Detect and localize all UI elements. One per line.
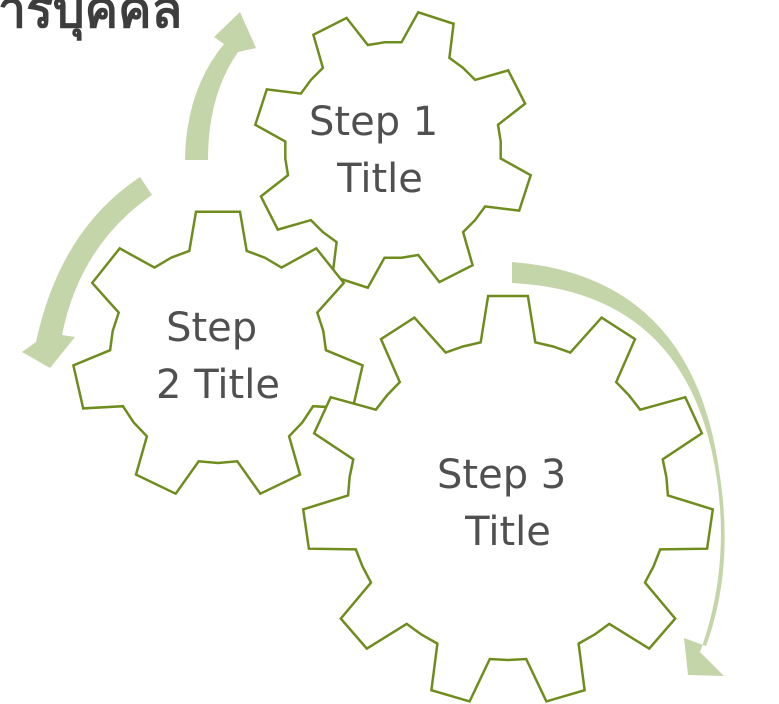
step-1-label-line-1: Step 1 [309,99,438,145]
step-1-label-line-2: Title [336,156,423,202]
step-1-label: Step 1 Title [309,99,451,202]
arrow-to-step-2 [22,177,152,368]
arrow-to-step-1 [185,12,256,160]
page-title: ารบุคคล [0,0,183,39]
step-3-label: Step 3 Title [437,452,579,555]
step-2-label: Step 2 Title [156,305,280,408]
gear-step-3 [301,294,715,703]
gear-step-1 [253,10,533,290]
step-2-label-line-1: Step [166,305,257,351]
step-3-label-line-1: Step 3 [437,452,566,498]
step-3-label-line-2: Title [464,509,551,555]
step-2-label-line-2: 2 Title [156,362,280,408]
gear-step-2 [71,210,365,496]
